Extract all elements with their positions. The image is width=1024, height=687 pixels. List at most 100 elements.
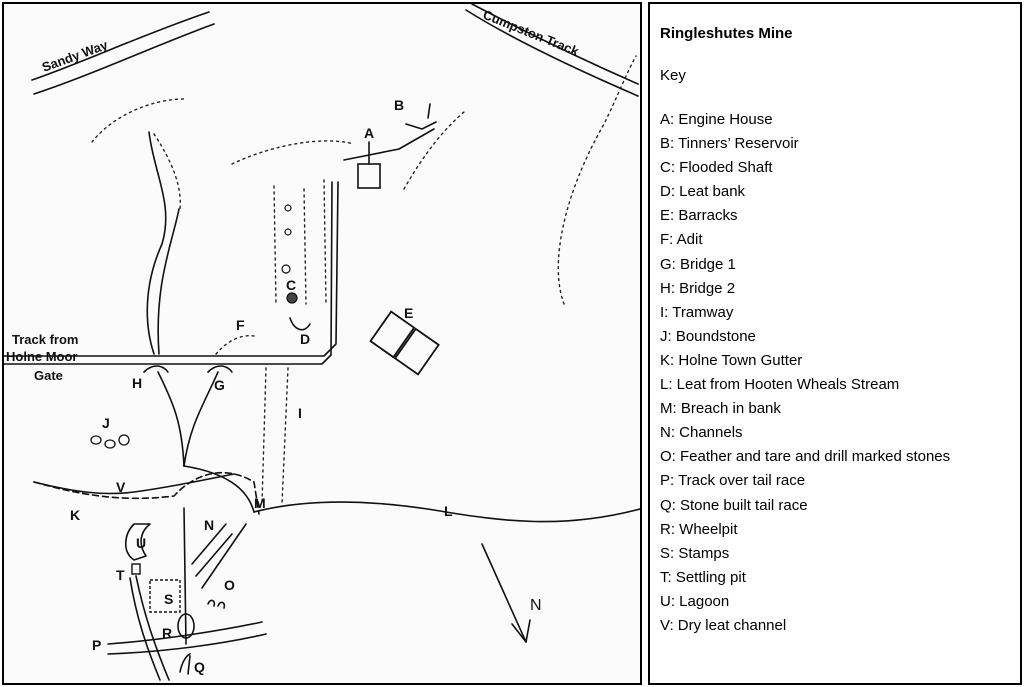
bridge-1: [207, 365, 233, 373]
label-n: N: [204, 517, 214, 533]
track-over-tail-race: [107, 621, 263, 645]
key-title: Ringleshutes Mine: [660, 25, 793, 42]
key-list: A: Engine House B: Tinners’ Reservoir C:…: [660, 108, 1010, 638]
label-m: M: [254, 495, 266, 511]
label-h: H: [132, 375, 142, 391]
shaft: [284, 204, 292, 212]
label-q: Q: [194, 659, 205, 675]
hatched-bank: [231, 140, 355, 165]
key-item: P: Track over tail race: [660, 472, 806, 490]
label-u: U: [136, 535, 146, 551]
track-over-tail-race: [107, 633, 267, 655]
hatched-bank: [557, 55, 637, 305]
key-item: D: Leat bank: [660, 183, 746, 201]
key-item: V: Dry leat channel: [660, 616, 787, 634]
leat-hooten-wheals: [253, 501, 640, 523]
leat-bank: [289, 317, 311, 331]
stream: [157, 208, 180, 355]
key-item: S: Stamps: [660, 544, 730, 562]
adit-hatch: [215, 335, 255, 355]
label-d: D: [300, 331, 310, 347]
key-item: M: Breach in bank: [660, 400, 781, 418]
label-p: P: [92, 637, 101, 653]
label-i: I: [298, 405, 302, 421]
label-l: L: [444, 503, 453, 519]
key-item: H: Bridge 2: [660, 279, 736, 297]
label-a: A: [364, 125, 374, 141]
hatched-bank: [91, 98, 185, 143]
main-track: [4, 181, 333, 365]
hatched-bank: [403, 111, 465, 190]
boundstone: [90, 435, 102, 445]
main-track: [4, 181, 339, 357]
label-s: S: [164, 591, 173, 607]
label-t: T: [116, 567, 125, 583]
sandy-way-road-edge: [31, 11, 210, 81]
north-arrow-label: N: [530, 597, 542, 614]
channel: [201, 523, 247, 589]
stamps: [149, 579, 181, 613]
mine-sketch-map: Sandy Way Cumpston Track Track from Holn…: [4, 4, 640, 681]
tail-race: [183, 507, 187, 645]
marked-stones: [207, 599, 226, 609]
cumpston-track-edge: [471, 4, 639, 85]
tramway: [261, 367, 267, 505]
key-item: K: Holne Town Gutter: [660, 351, 803, 369]
key-item: O: Feather and tare and drill marked sto…: [660, 448, 951, 466]
barracks: [369, 310, 440, 376]
holne-town-gutter: [33, 473, 235, 495]
hatched-bank: [323, 179, 327, 305]
label-o: O: [224, 577, 235, 593]
shaft: [284, 228, 292, 236]
key-item: T: Settling pit: [660, 568, 746, 586]
label-j: J: [102, 415, 110, 431]
cumpston-track-label: Cumpston Track: [481, 7, 582, 59]
key-item: J: Boundstone: [660, 327, 756, 345]
shaft: [281, 264, 291, 274]
key-item: Q: Stone built tail race: [660, 496, 808, 514]
engine-house: [357, 163, 381, 189]
settling-pit: [131, 563, 141, 575]
boundstone: [118, 434, 130, 446]
track-label-line1: Track from: [12, 332, 78, 347]
key-heading: Key: [660, 67, 686, 84]
north-arrow-shaft: [481, 543, 527, 643]
channel: [195, 533, 233, 577]
stream: [146, 131, 167, 355]
key-item: B: Tinners’ Reservoir: [660, 135, 799, 153]
sandy-way-road-edge: [33, 23, 215, 95]
label-g: G: [214, 377, 225, 393]
label-c: C: [286, 277, 296, 293]
channel: [191, 523, 227, 565]
track-label-line2: Holne Moor: [6, 349, 78, 364]
hatched-bank: [153, 133, 181, 210]
stream-south: [157, 371, 185, 467]
lagoon: [124, 523, 151, 561]
key-item: C: Flooded Shaft: [660, 159, 773, 177]
key-item: U: Lagoon: [660, 592, 730, 610]
key-item: E: Barracks: [660, 207, 738, 225]
key-item: I: Tramway: [660, 303, 734, 321]
label-b: B: [394, 97, 404, 113]
dry-leat-channel: [33, 472, 260, 515]
boundstone: [104, 439, 116, 449]
key-item: N: Channels: [660, 424, 743, 442]
settling-pit-channel: [129, 577, 161, 681]
north-arrow-head: [511, 619, 531, 643]
label-k: K: [70, 507, 80, 523]
tramway: [281, 367, 289, 505]
key-item: F: Adit: [660, 231, 703, 249]
hatched-bank: [303, 188, 307, 305]
key-item: G: Bridge 1: [660, 255, 736, 273]
reservoir-mark: [427, 103, 431, 119]
key-item: A: Engine House: [660, 111, 773, 128]
cumpston-track-edge: [465, 9, 639, 97]
leat-joining: [183, 465, 255, 513]
label-e: E: [404, 305, 413, 321]
map-panel: Sandy Way Cumpston Track Track from Holn…: [2, 2, 642, 685]
label-v: V: [116, 479, 126, 495]
hatched-bank: [273, 185, 277, 305]
reservoir-outline: [405, 121, 437, 130]
settling-pit-channel: [135, 575, 170, 681]
stone-tail-race: [179, 653, 191, 675]
